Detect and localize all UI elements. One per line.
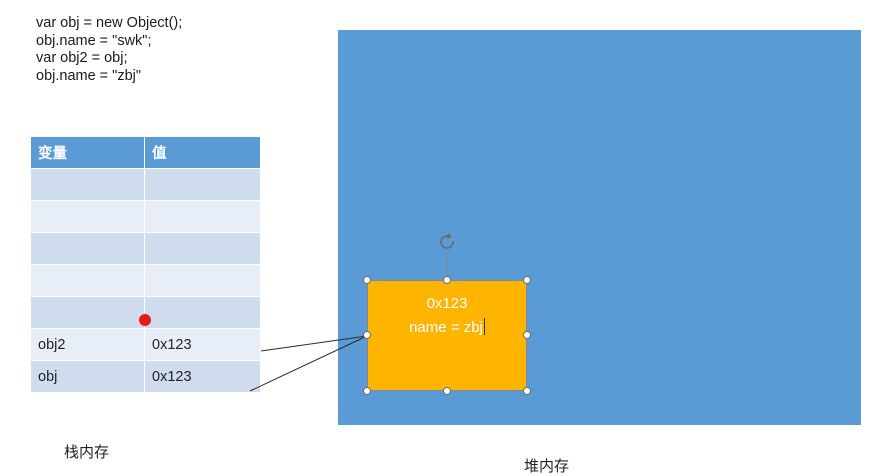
heap-memory-label: 堆内存	[524, 458, 570, 475]
code-line: obj.name = "zbj"	[36, 67, 142, 84]
code-line: obj.name = "swk";	[36, 32, 152, 49]
resize-handle-bottom-left[interactable]	[363, 387, 371, 395]
code-line: var obj2 = obj;	[36, 50, 128, 66]
cell-value	[144, 296, 261, 329]
table-row	[30, 232, 261, 265]
cell-value: 0x123	[144, 360, 261, 393]
laser-pointer-dot	[139, 314, 151, 326]
stack-memory-label: 栈内存	[64, 444, 110, 461]
table-header-row: 变量 值	[30, 136, 261, 169]
code-snippet: var obj = new Object(); obj.name = "swk"…	[36, 15, 182, 85]
cell-value: 0x123	[144, 328, 261, 361]
resize-handle-top[interactable]	[443, 276, 451, 284]
cell-value	[144, 200, 261, 233]
obj-reference-line	[249, 335, 368, 392]
cell-value	[144, 168, 261, 201]
code-line: var obj = new Object();	[36, 15, 183, 31]
cell-variable	[30, 232, 145, 265]
table-row: obj 0x123	[30, 360, 261, 393]
header-variable: 变量	[30, 136, 145, 169]
table-row	[30, 264, 261, 297]
resize-handle-bottom[interactable]	[443, 387, 451, 395]
resize-handle-top-left[interactable]	[363, 276, 371, 284]
rotate-icon	[440, 233, 454, 249]
object-address: 0x123	[426, 295, 468, 312]
text-cursor	[483, 318, 485, 335]
table-row	[30, 168, 261, 201]
table-row	[30, 200, 261, 233]
table-row	[30, 296, 261, 329]
cell-variable	[30, 296, 145, 329]
resize-handle-bottom-right[interactable]	[523, 387, 531, 395]
cell-variable: obj2	[30, 328, 145, 361]
object-property: name = zbj	[409, 319, 483, 336]
cell-variable	[30, 264, 145, 297]
header-value: 值	[144, 136, 261, 169]
resize-handle-top-right[interactable]	[523, 276, 531, 284]
cell-value	[144, 232, 261, 265]
cell-value	[144, 264, 261, 297]
stack-table: 变量 值 obj2 0x123 obj 0x123	[30, 136, 261, 393]
heap-object-box[interactable]: 0x123 name = zbj	[367, 280, 527, 391]
resize-handle-left[interactable]	[363, 331, 371, 339]
table-row: obj2 0x123	[30, 328, 261, 361]
obj2-reference-line	[260, 335, 368, 352]
resize-handle-right[interactable]	[523, 331, 531, 339]
cell-variable	[30, 168, 145, 201]
object-property-line[interactable]: name = zbj	[368, 318, 526, 336]
